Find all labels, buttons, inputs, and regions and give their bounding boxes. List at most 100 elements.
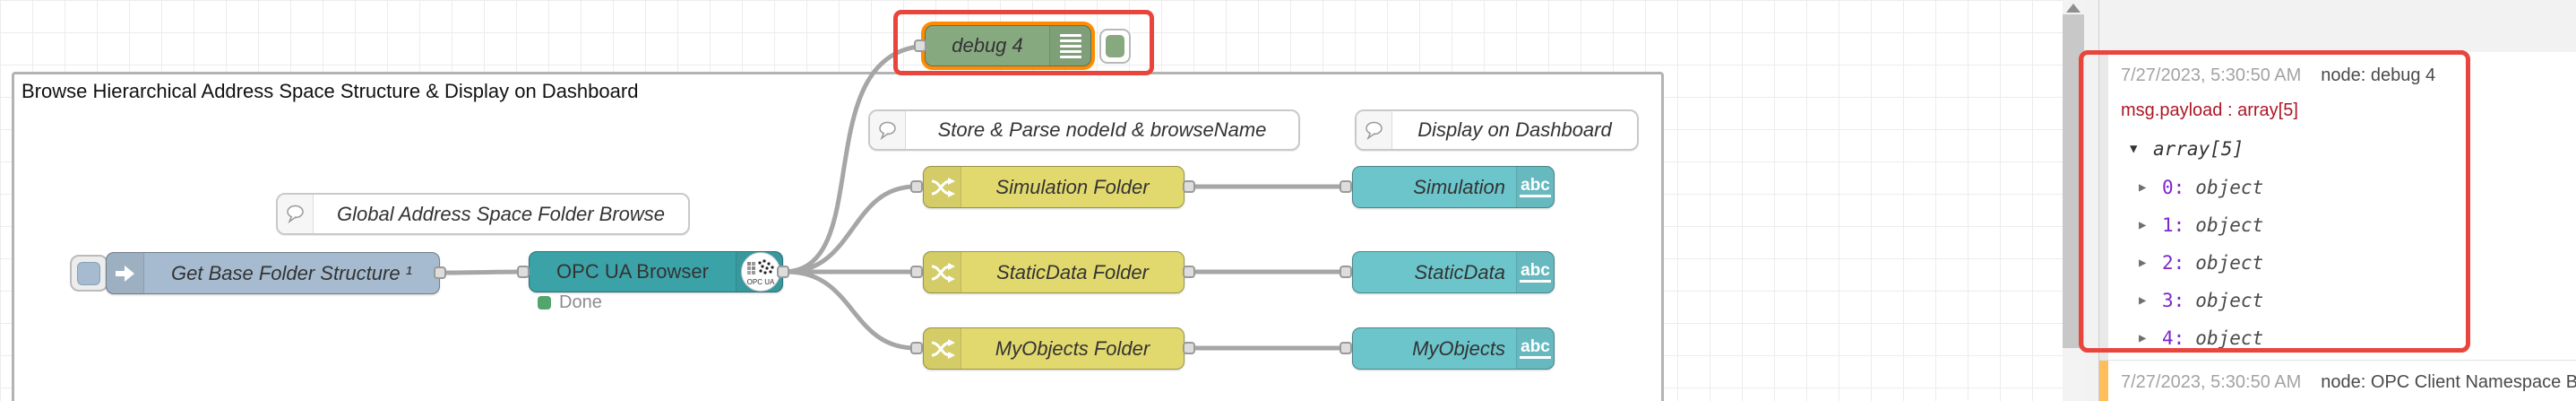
opcua-logo-text: OPC UA: [747, 278, 775, 286]
wire-layer: [442, 44, 1348, 351]
debug-tree-item[interactable]: ▶ 3: object: [2121, 282, 2576, 319]
tree-item-key: 3:: [2162, 290, 2185, 311]
debug-input-port[interactable]: [914, 39, 926, 52]
ui-text-node-myobjects[interactable]: MyObjects abc: [1352, 327, 1555, 370]
status-text: Done: [559, 292, 602, 312]
comment-node-global-browse[interactable]: Global Address Space Folder Browse: [276, 193, 690, 235]
sidebar-splitter[interactable]: [2098, 0, 2099, 401]
switch-icon: [924, 167, 961, 207]
switch-icon: [924, 252, 961, 292]
switch-input-port[interactable]: [910, 180, 923, 193]
tree-item-key: 0:: [2162, 177, 2185, 198]
node-label: Simulation: [1413, 175, 1505, 198]
flow-canvas[interactable]: Browse Hierarchical Address Space Struct…: [0, 0, 2063, 401]
tree-root-label: array[5]: [2153, 138, 2244, 160]
node-label: MyObjects Folder: [995, 336, 1150, 360]
switch-node-myobjects-folder[interactable]: MyObjects Folder: [923, 327, 1185, 370]
comment-label: Display on Dashboard: [1417, 118, 1612, 141]
abc-text-icon: abc: [1516, 328, 1554, 369]
debug-list-icon: [1049, 26, 1090, 65]
group-title: Browse Hierarchical Address Space Struct…: [22, 80, 639, 102]
triangle-collapsed-icon[interactable]: ▶: [2139, 218, 2147, 232]
switch-node-staticdata-folder[interactable]: StaticData Folder: [923, 251, 1185, 293]
debug-message-property: msg.payload : array[5]: [2121, 100, 2298, 120]
status-dot: [538, 296, 551, 309]
timestamp: 7/27/2023, 5:30:50 AM: [2121, 371, 2302, 392]
speech-bubble-icon: [870, 111, 906, 149]
debug-tree-item[interactable]: ▶ 4: object: [2121, 319, 2576, 357]
debug-node[interactable]: debug 4: [925, 25, 1091, 66]
debug-tree-item[interactable]: ▶ 1: object: [2121, 206, 2576, 244]
scroll-up-icon[interactable]: [2066, 4, 2081, 13]
ui-text-input-port[interactable]: [1340, 180, 1352, 193]
switch-input-port[interactable]: [910, 342, 923, 354]
scrollbar-thumb[interactable]: [2063, 14, 2084, 348]
wire-browser-to-debug[interactable]: [784, 44, 920, 275]
inject-button-inner: [77, 262, 100, 285]
triangle-expanded-icon[interactable]: ▼: [2130, 142, 2138, 156]
abc-text-icon: abc: [1516, 252, 1554, 292]
triangle-collapsed-icon[interactable]: ▶: [2139, 180, 2147, 195]
inject-arrow-icon: [107, 253, 144, 293]
opcua-logo-icon: OPC UA: [741, 252, 780, 292]
tree-item-key: 2:: [2162, 252, 2185, 274]
node-label: StaticData: [1414, 260, 1506, 283]
tree-item-key: 1:: [2162, 214, 2185, 236]
switch-output-port[interactable]: [1183, 266, 1195, 278]
triangle-collapsed-icon[interactable]: ▶: [2139, 256, 2147, 270]
triangle-collapsed-icon[interactable]: ▶: [2139, 293, 2147, 308]
tree-item-value: object: [2195, 214, 2264, 236]
tree-item-value: object: [2195, 327, 2264, 349]
node-label: StaticData Folder: [996, 260, 1149, 283]
switch-output-port[interactable]: [1183, 180, 1195, 193]
debug-message-meta: 7/27/2023, 5:30:50 AM node: OPC Client N…: [2121, 366, 2576, 398]
ui-text-node-simulation[interactable]: Simulation abc: [1352, 166, 1555, 208]
ui-text-input-port[interactable]: [1340, 342, 1352, 354]
tree-item-value: object: [2195, 290, 2264, 311]
debug-tree-item[interactable]: ▶ 2: object: [2121, 244, 2576, 282]
node-label: debug 4: [952, 34, 1023, 57]
inject-node[interactable]: Get Base Folder Structure ¹: [106, 252, 440, 294]
inject-trigger-button[interactable]: [70, 255, 108, 292]
debug-message-meta: 7/27/2023, 5:30:50 AM node: debug 4: [2121, 59, 2576, 92]
triangle-collapsed-icon[interactable]: ▶: [2139, 331, 2147, 345]
browser-output-port[interactable]: [777, 266, 789, 278]
speech-bubble-icon: [1357, 111, 1392, 149]
abc-text-icon: abc: [1516, 167, 1554, 207]
speech-bubble-icon: [278, 195, 314, 233]
debug-tree-item[interactable]: ▶ 0: object: [2121, 169, 2576, 206]
node-label: Simulation Folder: [995, 175, 1150, 198]
comment-node-store-parse[interactable]: Store & Parse nodeId & browseName: [868, 109, 1300, 151]
switch-output-port[interactable]: [1183, 342, 1195, 354]
switch-input-port[interactable]: [910, 266, 923, 278]
debug-enable-toggle[interactable]: [1099, 29, 1131, 64]
switch-node-simulation-folder[interactable]: Simulation Folder: [923, 166, 1185, 208]
node-label: OPC UA Browser: [556, 260, 709, 283]
opcua-browser-node[interactable]: OPC UA Browser OPC UA: [529, 251, 783, 292]
debug-message[interactable]: 7/27/2023, 5:30:50 AM node: OPC Client N…: [2099, 361, 2576, 401]
tree-item-value: object: [2195, 252, 2264, 274]
timestamp: 7/27/2023, 5:30:50 AM: [2121, 65, 2302, 85]
message-divider: [2099, 360, 2576, 361]
switch-icon: [924, 328, 961, 369]
wire-browser-to-myobjects-folder[interactable]: [784, 269, 918, 351]
wire-browser-to-simulation-folder[interactable]: [784, 184, 918, 275]
source-node: node: OPC Client Namespace Brow: [2321, 371, 2576, 392]
comment-node-display-dashboard[interactable]: Display on Dashboard: [1355, 109, 1639, 151]
node-label: Get Base Folder Structure ¹: [171, 261, 412, 284]
debug-tree-root[interactable]: ▼ array[5]: [2121, 129, 2576, 169]
tree-item-key: 4:: [2162, 327, 2185, 349]
ui-text-node-staticdata[interactable]: StaticData abc: [1352, 251, 1555, 293]
ui-text-input-port[interactable]: [1340, 266, 1352, 278]
inject-output-port[interactable]: [434, 266, 446, 279]
browser-input-port[interactable]: [517, 266, 530, 278]
comment-label: Global Address Space Folder Browse: [336, 202, 666, 225]
node-label: MyObjects: [1412, 336, 1505, 360]
source-node: node: debug 4: [2321, 65, 2436, 85]
debug-message[interactable]: 7/27/2023, 5:30:50 AM node: debug 4 msg.…: [2099, 52, 2576, 360]
debug-toggle-inner: [1106, 35, 1124, 57]
wire-inject-to-browser[interactable]: [442, 269, 524, 275]
tree-item-value: object: [2195, 177, 2264, 198]
opcua-icon-section: OPC UA: [736, 252, 782, 292]
